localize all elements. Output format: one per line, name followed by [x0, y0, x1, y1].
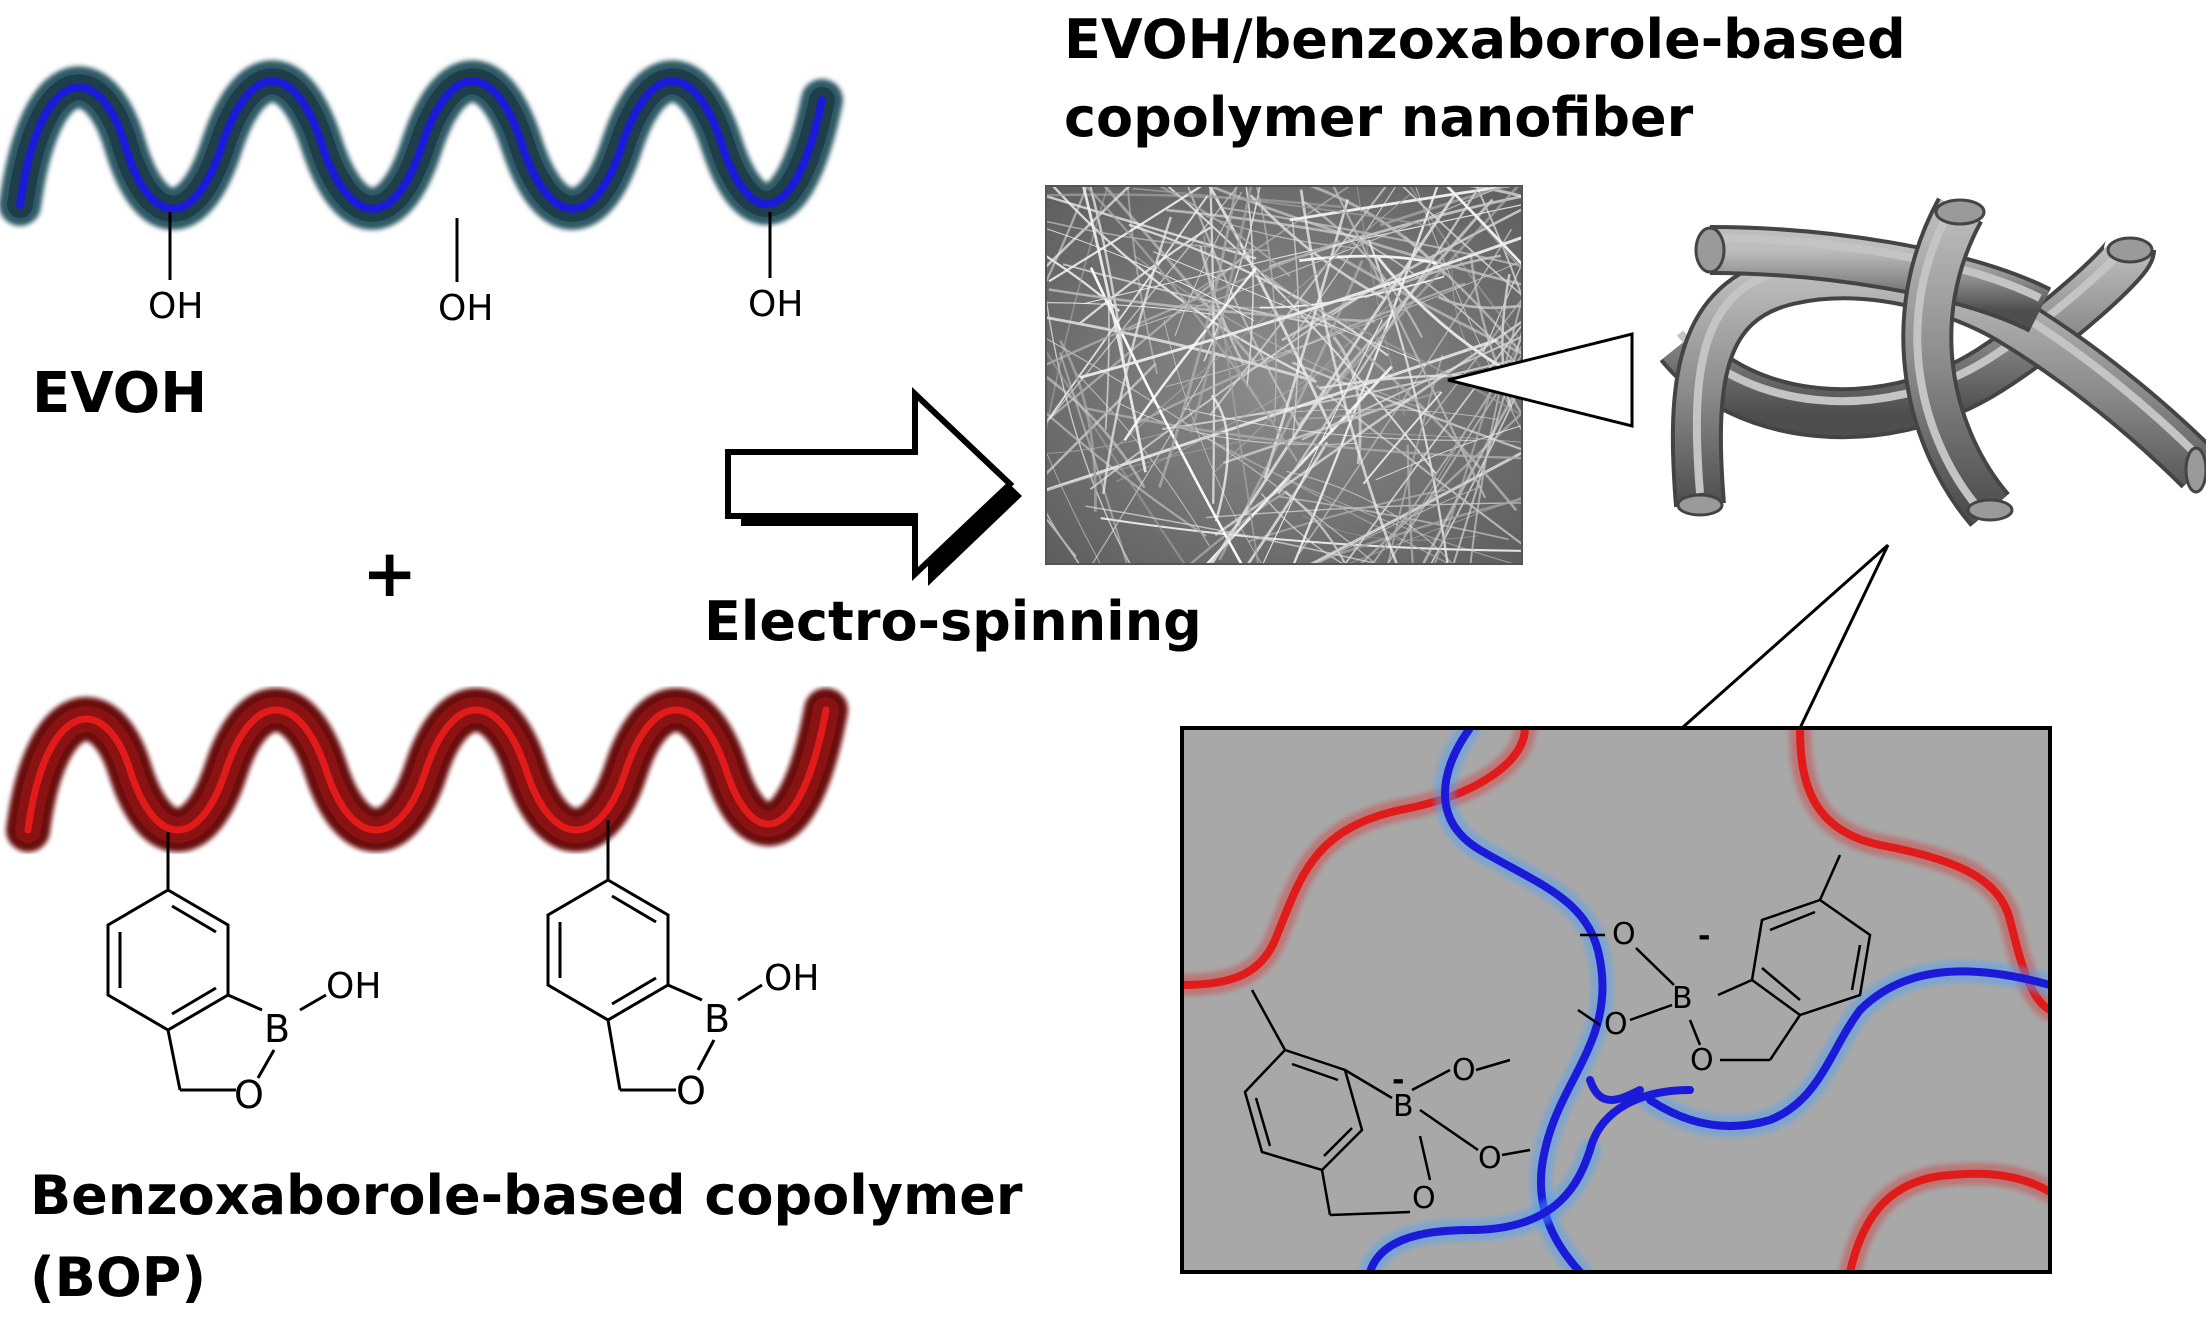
inset-oxygen-1c: O [1412, 1181, 1436, 1216]
zoom-callout-triangle [1447, 332, 1634, 428]
evoh-oh-3: OH [748, 284, 803, 325]
arrow-shape [725, 387, 1015, 581]
bop-abbr-label: (BOP) [30, 1246, 206, 1309]
inset-boronate-ester-1 [1243, 989, 1531, 1217]
evoh-chain [0, 60, 843, 230]
product-title-line2: copolymer nanofiber [1064, 86, 1694, 149]
benzoxaborole-unit-2 [546, 820, 763, 1092]
bop2-hydroxyl: OH [764, 958, 819, 999]
inset-oxygen-2c: O [1690, 1043, 1714, 1078]
bop2-ring-oxygen: O [676, 1069, 706, 1113]
benzoxaborole-unit-1 [106, 832, 327, 1092]
evoh-hydroxyl-groups: OH OH OH [148, 212, 803, 329]
plus-sign: + [362, 535, 417, 612]
bop1-boron: B [264, 1007, 290, 1051]
process-label: Electro-spinning [704, 590, 1202, 653]
inset-oxygen-2b: O [1604, 1007, 1628, 1042]
product-title-line1: EVOH/benzoxaborole-based [1064, 8, 1906, 71]
inset-charge-1: - [1392, 1063, 1404, 1098]
inset-oxygen-1b: O [1478, 1141, 1502, 1176]
evoh-oh-1: OH [148, 286, 203, 327]
bop-name-label: Benzoxaborole-based copolymer [30, 1164, 1023, 1227]
electrospinning-arrow [725, 387, 1022, 586]
fiber-3d-rendering [1659, 197, 2206, 527]
inset-boronate-ester-2 [1577, 854, 1872, 1062]
evoh-oh-2: OH [438, 288, 493, 329]
inset-boron-1: B [1393, 1089, 1414, 1124]
inset-boron-2: B [1672, 981, 1693, 1016]
inset-oxygen-1a: O [1452, 1053, 1476, 1088]
inset-evoh-chains [1359, 728, 2050, 1272]
bop-chain-core [24, 706, 830, 834]
inset-oxygen-2a: O [1612, 917, 1636, 952]
evoh-chain-core [16, 77, 826, 213]
evoh-label: EVOH [32, 361, 207, 426]
inset-charge-2: - [1698, 919, 1710, 954]
bop2-boron: B [704, 997, 730, 1041]
sem-nanofiber-image [1045, 185, 1523, 565]
bop1-hydroxyl: OH [326, 966, 381, 1007]
bop-chain [6, 688, 848, 852]
bop1-ring-oxygen: O [234, 1073, 264, 1117]
zoom-lines [1681, 543, 1890, 730]
crosslink-inset: B O O O - B O O [1180, 726, 2052, 1274]
